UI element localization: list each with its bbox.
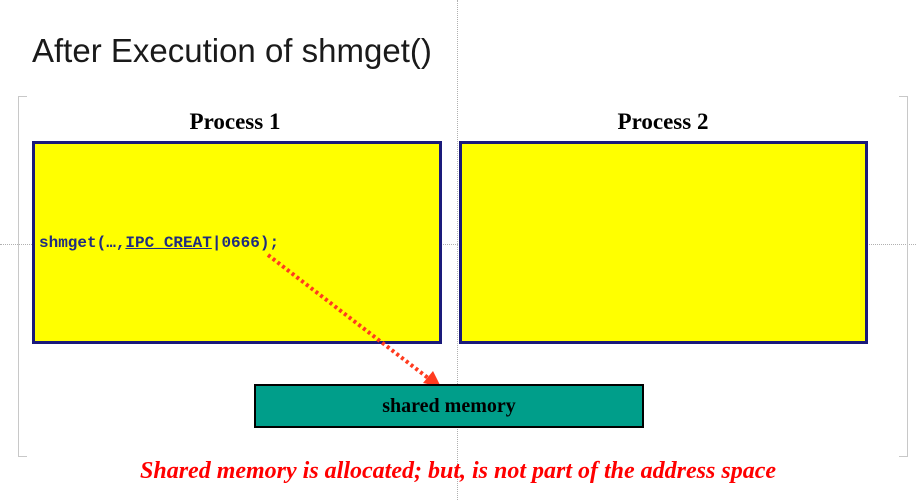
- vertical-guide-line: [457, 0, 458, 500]
- process-2-label: Process 2: [617, 109, 709, 134]
- right-bracket-frame: [899, 96, 908, 457]
- left-bracket-frame: [18, 96, 27, 457]
- process-1-label: Process 1: [189, 109, 281, 134]
- slide-caption: Shared memory is allocated; but, is not …: [140, 458, 776, 484]
- shared-memory-box: shared memory: [254, 384, 644, 428]
- horizontal-guide-line: [0, 244, 916, 245]
- shmget-call-code: shmget(…,IPC_CREAT|0666);: [39, 234, 279, 252]
- process-2-box: [459, 141, 868, 344]
- code-prefix: shmget(…,: [39, 234, 126, 252]
- slide-title: After Execution of shmget(): [32, 32, 432, 69]
- code-suffix: |0666);: [211, 234, 280, 252]
- process-1-box: [32, 141, 442, 344]
- arrow-dotted-line: [266, 253, 434, 383]
- code-flag-ipc-creat: IPC_CREAT: [125, 234, 212, 252]
- arrow-head: [423, 371, 441, 387]
